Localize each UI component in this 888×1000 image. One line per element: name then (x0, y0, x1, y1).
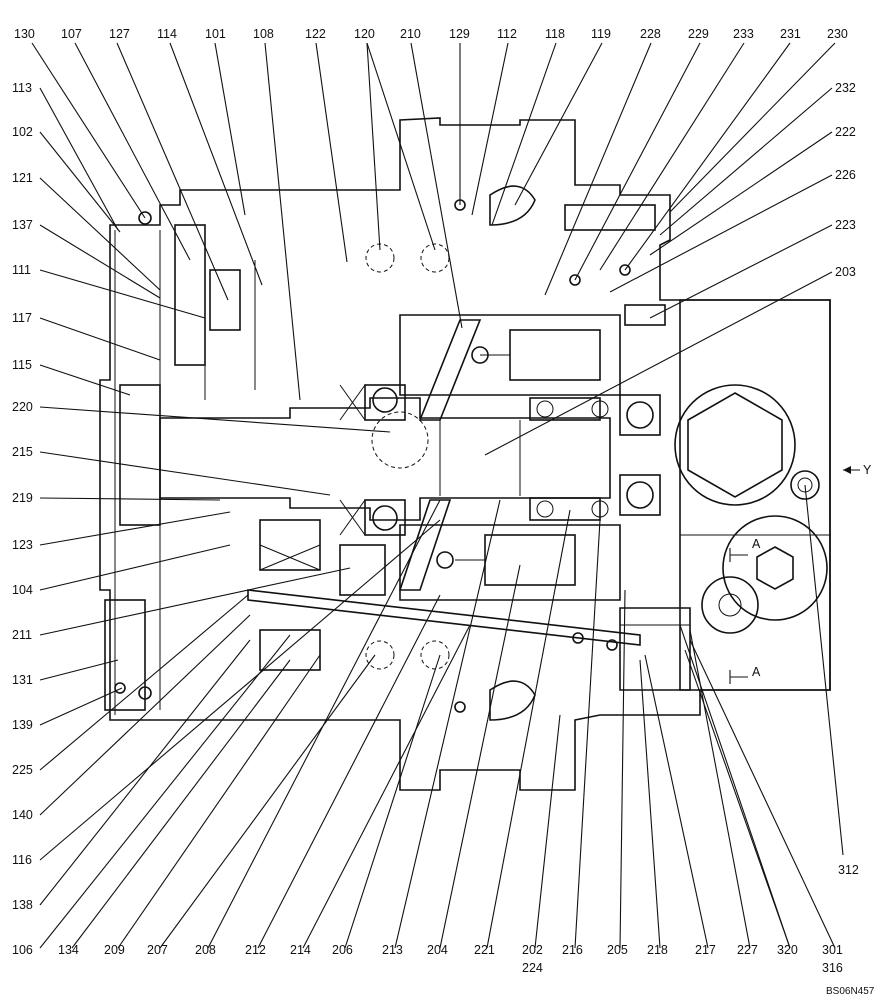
part-label: 111 (12, 263, 31, 277)
part-label: 101 (205, 27, 226, 41)
part-label: 117 (12, 311, 32, 325)
part-label: 224 (522, 961, 543, 975)
part-label: 102 (12, 125, 33, 139)
part-label: 220 (12, 400, 33, 414)
part-label: 112 (497, 27, 517, 41)
part-label: 104 (12, 583, 33, 597)
part-label: 226 (835, 168, 856, 182)
leader-lines (31, 42, 844, 949)
part-label: 108 (253, 27, 274, 41)
part-label: 123 (12, 538, 33, 552)
part-label: 216 (562, 943, 583, 957)
part-label: 227 (737, 943, 758, 957)
part-label: 208 (195, 943, 216, 957)
part-label: 205 (607, 943, 628, 957)
misc-labels: Y A A BS06N457 (752, 463, 875, 997)
part-label: 316 (822, 961, 843, 975)
part-label: 229 (688, 27, 709, 41)
part-label: 222 (835, 125, 856, 139)
motor-cross-section (99, 117, 860, 791)
part-label: 114 (157, 27, 177, 41)
part-label: 225 (12, 763, 33, 777)
part-label: 203 (835, 265, 856, 279)
part-label: 204 (427, 943, 448, 957)
part-label: 116 (12, 853, 32, 867)
part-label: 130 (14, 27, 35, 41)
part-label: 129 (449, 27, 470, 41)
view-arrow-y-label: Y (863, 463, 872, 477)
drawing-code: BS06N457 (826, 986, 875, 997)
part-label: 127 (109, 27, 130, 41)
part-label: 206 (332, 943, 353, 957)
part-label: 218 (647, 943, 668, 957)
part-label: 207 (147, 943, 168, 957)
part-label: 217 (695, 943, 716, 957)
right-labels: 232 222 226 223 203 312 (835, 81, 859, 877)
part-label: 214 (290, 943, 311, 957)
part-label: 131 (12, 673, 33, 687)
part-label: 320 (777, 943, 798, 957)
part-label: 121 (12, 171, 33, 185)
part-label: 230 (827, 27, 848, 41)
part-label: 312 (838, 863, 859, 877)
section-a-label-bottom: A (752, 665, 761, 679)
part-label: 209 (104, 943, 125, 957)
part-label: 122 (305, 27, 326, 41)
part-label: 115 (12, 358, 32, 372)
part-label: 231 (780, 27, 801, 41)
part-label: 213 (382, 943, 403, 957)
left-labels: 113 102 121 137 111 117 115 220 215 219 … (12, 81, 33, 957)
part-label: 215 (12, 445, 33, 459)
part-label: 232 (835, 81, 856, 95)
part-label: 120 (354, 27, 375, 41)
part-label: 113 (12, 81, 32, 95)
part-label: 223 (835, 218, 856, 232)
part-label: 139 (12, 718, 33, 732)
part-label: 119 (591, 27, 611, 41)
part-label: 106 (12, 943, 33, 957)
part-label: 233 (733, 27, 754, 41)
part-label: 212 (245, 943, 266, 957)
part-label: 210 (400, 27, 421, 41)
part-label: 221 (474, 943, 495, 957)
part-label: 211 (12, 628, 32, 642)
part-label: 138 (12, 898, 33, 912)
part-label: 301 (822, 943, 843, 957)
part-label: 107 (61, 27, 82, 41)
section-a-label-top: A (752, 537, 761, 551)
part-label: 118 (545, 27, 565, 41)
part-label: 228 (640, 27, 661, 41)
part-label: 202 (522, 943, 543, 957)
bottom-labels: 134 209 207 208 212 214 206 213 204 221 … (58, 943, 843, 975)
part-label: 219 (12, 491, 33, 505)
top-labels: 130 107 127 114 101 108 122 120 210 129 … (14, 27, 848, 41)
part-label: 137 (12, 218, 33, 232)
part-label: 134 (58, 943, 79, 957)
part-label: 140 (12, 808, 33, 822)
